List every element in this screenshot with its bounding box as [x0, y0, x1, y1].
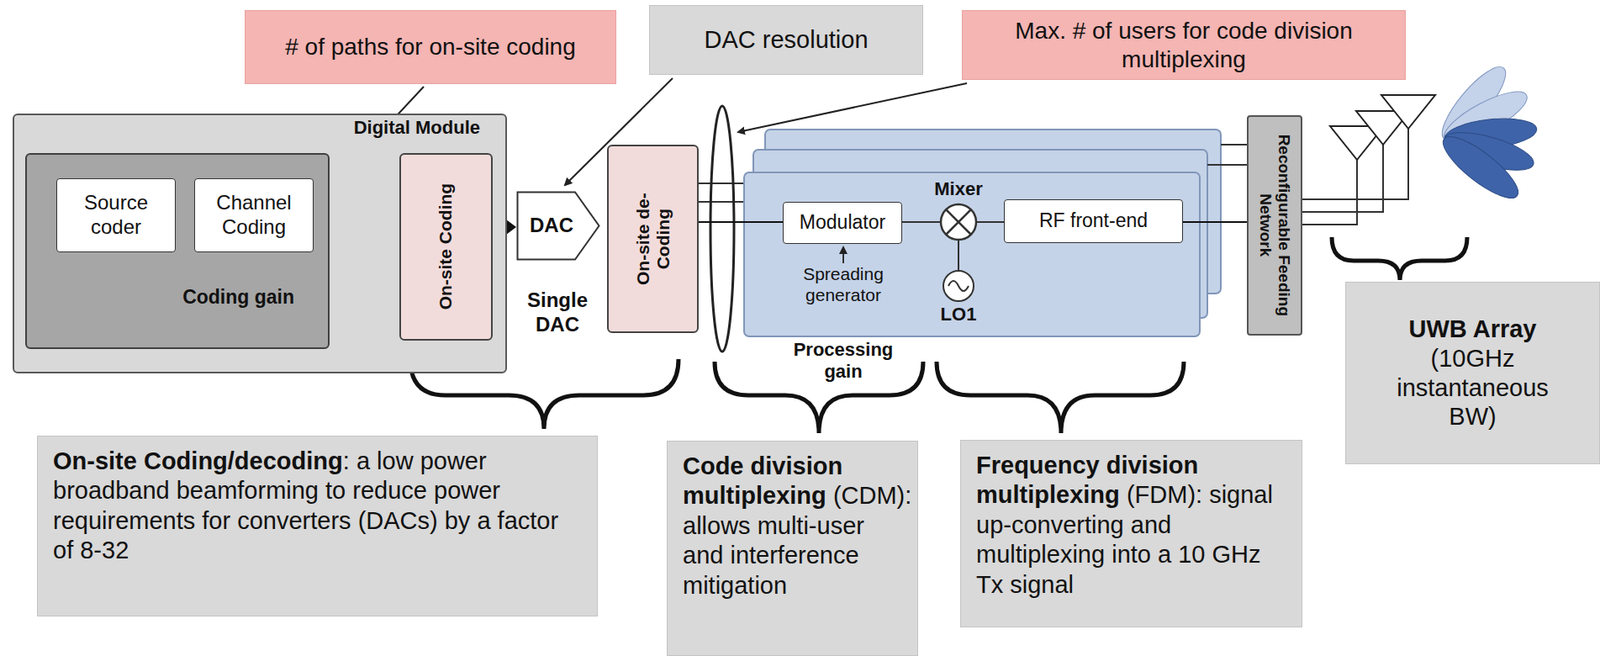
process-box: On-site Coding — [399, 153, 493, 341]
process-box: Modulator — [782, 201, 903, 244]
coding-group-box: Coding gain Source coder Channel Coding — [25, 153, 330, 349]
callout-box: # of paths for on-site coding — [244, 10, 617, 85]
oscillator-symbol — [943, 270, 974, 301]
mixer-cross — [945, 209, 972, 235]
description-box: On-site Coding/decoding: a low power bro… — [36, 435, 598, 617]
node-text: Modulator — [799, 211, 886, 235]
grouping-ellipse — [710, 105, 734, 352]
processing-chain-box — [744, 172, 1200, 337]
callout-box: Max. # of users for code division multip… — [961, 10, 1406, 80]
node-text: On-site Coding — [435, 161, 456, 333]
node-text: Code division multiplexing — [682, 452, 843, 509]
node-text: RF front-end — [1039, 209, 1148, 233]
module-box: Digital ModuleCoding gain Source coder Cha… — [12, 113, 507, 374]
dac-shape — [517, 192, 600, 260]
beam-lobe — [1435, 127, 1527, 208]
node-text: Coding gain — [182, 285, 295, 309]
antenna-symbol — [1381, 95, 1436, 129]
part-label: LO1 — [929, 303, 988, 326]
curly-bracket — [1331, 237, 1468, 280]
mixer-symbol — [940, 204, 977, 240]
signal-wire — [1207, 163, 1247, 166]
description-box: UWB Array(10GHz instantaneous BW) — [1345, 281, 1600, 465]
part-label: Spreading generator — [780, 263, 907, 306]
node-text: UWB Array — [1408, 314, 1537, 344]
process-box: Source coder — [56, 178, 176, 253]
node-text: Channel Coding — [203, 190, 305, 240]
description-box: Code division multiplexing(CDM): allows … — [666, 440, 919, 656]
process-box: Channel Coding — [194, 178, 314, 253]
node-text: (10GHz instantaneous BW) — [1384, 343, 1562, 432]
callout-box: DAC resolution — [649, 5, 924, 75]
node-text: On-site Coding/decoding — [52, 447, 344, 475]
signal-wire — [902, 221, 941, 223]
part-label: Processing gain — [784, 338, 903, 384]
antenna-feed — [1302, 144, 1384, 212]
node-text: Source coder — [65, 190, 167, 240]
mixer-cross — [945, 209, 972, 235]
connector-line — [1182, 221, 1247, 223]
curly-bracket — [936, 361, 1184, 434]
node-text: Reconfigurable Feeding Network — [1256, 123, 1294, 328]
node-text: Digital Module — [353, 116, 481, 139]
antenna-feed — [1302, 159, 1358, 225]
node-text: On-site de-Coding — [632, 175, 673, 302]
signal-wire — [1220, 143, 1247, 146]
dac-block: DAC — [516, 190, 601, 261]
description-box: Frequency division multiplexing(FDM): si… — [960, 439, 1303, 628]
connector — [1182, 221, 1247, 223]
network-box: Reconfigurable Feeding Network — [1246, 115, 1303, 336]
leader-line — [738, 83, 967, 133]
node-text: DAC — [529, 213, 574, 238]
signal-wire — [976, 221, 1004, 223]
node-text: Max. # of users for code division multip… — [971, 16, 1397, 74]
part-label: Mixer — [920, 178, 997, 201]
process-box: On-site de-Coding — [607, 144, 699, 333]
control-arrow — [842, 247, 845, 264]
node-text: DAC resolution — [703, 25, 868, 55]
part-label: Single DAC — [511, 288, 604, 338]
signal-wire — [957, 239, 960, 271]
process-box: RF front-end — [1003, 199, 1183, 243]
sine-wave — [948, 280, 969, 291]
connector-line — [698, 221, 783, 223]
curly-bracket — [714, 361, 924, 434]
connector — [698, 221, 783, 223]
node-text: # of paths for on-site coding — [285, 32, 576, 62]
